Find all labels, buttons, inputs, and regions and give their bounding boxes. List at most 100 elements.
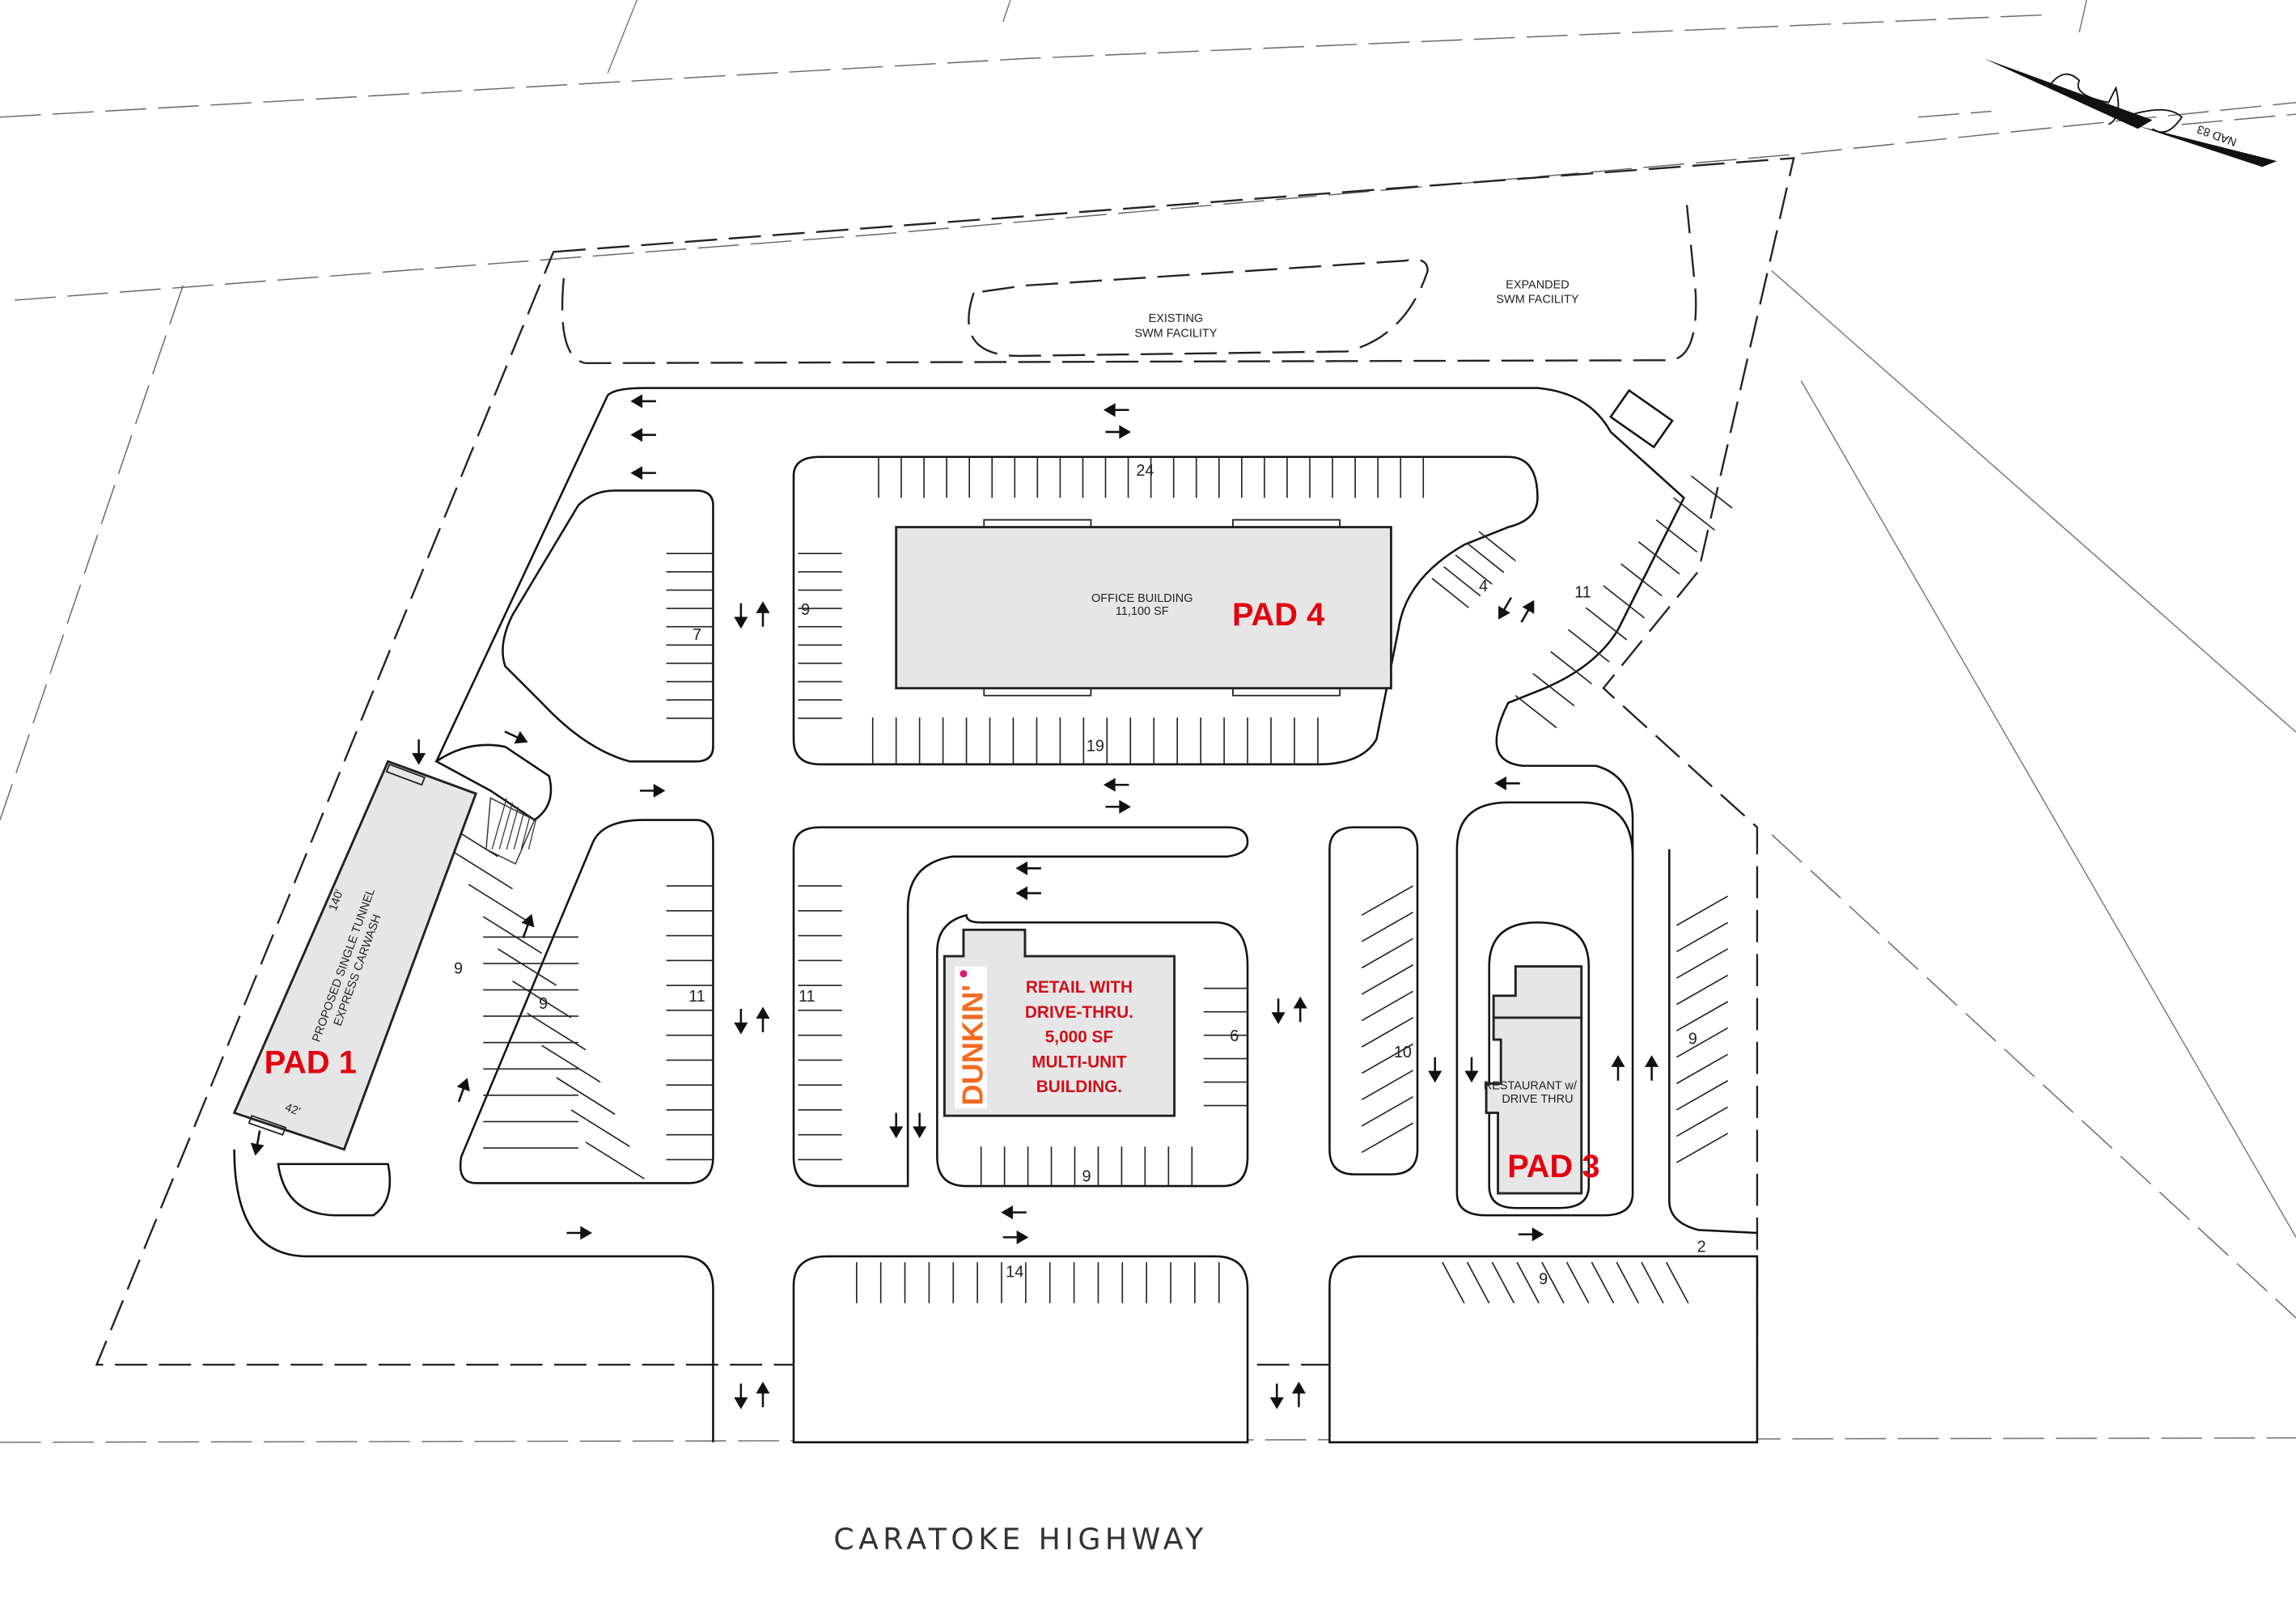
parking-count: 7 bbox=[693, 626, 701, 644]
property-lines bbox=[0, 0, 2296, 1443]
parking-stall-line bbox=[1655, 519, 1698, 553]
traffic-arrow-icon bbox=[756, 1381, 770, 1408]
parking-stall-line bbox=[1466, 1261, 1490, 1304]
parking-count: 14 bbox=[1006, 1263, 1023, 1281]
parking-stall-line bbox=[541, 1044, 601, 1083]
parking-stall-line bbox=[1666, 1261, 1689, 1304]
existing-swm-label-line1: EXISTING bbox=[1149, 312, 1204, 325]
dumpster-pad bbox=[1609, 388, 1674, 449]
parking-stall-line bbox=[1431, 578, 1469, 608]
dunkin-logo-text: DUNKIN' bbox=[955, 985, 989, 1105]
parking-stall-line bbox=[1491, 1261, 1515, 1304]
parking-stall-line bbox=[1361, 1043, 1414, 1074]
parking-stall-line bbox=[1675, 974, 1729, 1006]
retail-label-line5: BUILDING. bbox=[1036, 1078, 1122, 1096]
pad1-label: PAD 1 bbox=[265, 1045, 357, 1081]
north-arrow: NAD 83 bbox=[1917, 58, 2296, 167]
expanded-swm-label-line1: EXPANDED bbox=[1506, 279, 1569, 292]
parking-stall-line bbox=[1603, 585, 1646, 619]
traffic-arrow-icon bbox=[889, 1112, 904, 1139]
office-label-line2: 11,100 SF bbox=[1116, 605, 1169, 618]
traffic-arrow-icon bbox=[734, 1009, 748, 1035]
parking-stall-line bbox=[1361, 964, 1414, 995]
traffic-arrow-icon bbox=[1105, 425, 1131, 439]
parking-count: 6 bbox=[1230, 1027, 1239, 1045]
parking-count: 9 bbox=[454, 960, 463, 978]
parking-count: 10 bbox=[1394, 1044, 1412, 1061]
traffic-arrow-icon bbox=[1611, 1055, 1625, 1081]
traffic-arrow-icon bbox=[1645, 1055, 1659, 1081]
parking-stall-line bbox=[1620, 563, 1663, 597]
office-label-line1: OFFICE BUILDING bbox=[1091, 592, 1192, 605]
traffic-arrow-icon bbox=[1293, 996, 1307, 1023]
parking-stall-line bbox=[1541, 1261, 1565, 1304]
parking-stall-line bbox=[527, 1012, 587, 1051]
traffic-arrow-icon bbox=[456, 1078, 470, 1103]
traffic-arrow-icon bbox=[630, 394, 656, 409]
hatch-line bbox=[520, 815, 531, 849]
pad3-label: PAD 3 bbox=[1507, 1149, 1599, 1184]
parking-stall-line bbox=[1478, 531, 1516, 561]
parking-stall-line bbox=[1675, 895, 1729, 926]
traffic-arrow-icon bbox=[1498, 596, 1512, 620]
traffic-arrow-icon bbox=[1520, 599, 1535, 623]
parking-count: 9 bbox=[539, 995, 548, 1013]
parking-stall-line bbox=[1361, 1095, 1414, 1127]
dunkin-logo bbox=[955, 966, 987, 1109]
parking-count: 19 bbox=[1087, 738, 1104, 756]
parking-stall-line bbox=[512, 980, 572, 1019]
traffic-arrow-icon bbox=[1103, 777, 1129, 792]
traffic-arrow-icon bbox=[521, 913, 535, 938]
restaurant-label-line1: RESTAURANT w/ bbox=[1484, 1080, 1578, 1093]
parking-stall-line bbox=[453, 851, 513, 890]
parking-count: 11 bbox=[1574, 583, 1591, 601]
parking-stall-line bbox=[1637, 541, 1680, 575]
parking-stall-line bbox=[1675, 1133, 1729, 1163]
drive-curbs bbox=[233, 387, 1758, 1442]
parking-count: 11 bbox=[688, 988, 705, 1006]
parking-stall-line bbox=[1675, 1027, 1729, 1058]
parking-stall-line bbox=[1361, 1017, 1414, 1048]
traffic-arrow-icon bbox=[1002, 1230, 1029, 1244]
parking-count: 24 bbox=[1136, 462, 1154, 480]
parking-stall-line bbox=[468, 883, 528, 922]
parking-stall-line bbox=[1516, 1261, 1540, 1304]
hatch-line bbox=[491, 798, 507, 849]
parking-stall-line bbox=[1361, 1122, 1414, 1154]
traffic-arrow-icon bbox=[1105, 799, 1131, 814]
parking-stall-line bbox=[482, 916, 543, 954]
traffic-arrow-icon bbox=[1428, 1057, 1442, 1083]
office-building: OFFICE BUILDING 11,100 SF PAD 4 bbox=[895, 519, 1392, 697]
traffic-arrow-icon bbox=[1103, 403, 1129, 417]
parking-count: 9 bbox=[1539, 1270, 1548, 1288]
parking-stall-line bbox=[1675, 1080, 1729, 1111]
carwash-width-dim: 42' bbox=[283, 1101, 302, 1119]
parking-count: 4 bbox=[1479, 578, 1488, 595]
traffic-arrow-icon bbox=[412, 739, 426, 765]
traffic-arrow-icon bbox=[1015, 861, 1041, 875]
hatch-line bbox=[527, 820, 537, 849]
parking-stall-line bbox=[1585, 607, 1628, 641]
parking-stall-line bbox=[1675, 921, 1729, 953]
parking-stall-line bbox=[497, 948, 557, 986]
parking-stalls bbox=[438, 456, 1733, 1304]
hatch-line bbox=[506, 807, 519, 849]
parking-count: 9 bbox=[1082, 1168, 1091, 1186]
traffic-arrow-icon bbox=[756, 1006, 770, 1033]
traffic-arrows bbox=[250, 394, 1659, 1409]
traffic-arrow-icon bbox=[630, 428, 656, 443]
parking-stall-line bbox=[1675, 1001, 1729, 1031]
parking-stall-line bbox=[1514, 695, 1557, 729]
parking-stall-line bbox=[1442, 1261, 1465, 1304]
swm-facility: EXISTING SWM FACILITY EXPANDED SWM FACIL… bbox=[561, 205, 1697, 365]
parking-stall-line bbox=[556, 1077, 616, 1116]
traffic-arrow-icon bbox=[566, 1226, 592, 1240]
traffic-arrow-icon bbox=[504, 731, 528, 744]
traffic-arrow-icon bbox=[250, 1130, 265, 1156]
traffic-arrow-icon bbox=[1015, 886, 1041, 900]
traffic-arrow-icon bbox=[1271, 998, 1286, 1024]
parking-stall-line bbox=[1532, 672, 1575, 707]
parking-stall-line bbox=[1673, 497, 1715, 531]
existing-swm-label-line2: SWM FACILITY bbox=[1134, 327, 1217, 340]
parking-counts: 24 9 7 19 4 11 9 9 11 11 6 9 14 10 9 2 9 bbox=[454, 462, 1706, 1288]
